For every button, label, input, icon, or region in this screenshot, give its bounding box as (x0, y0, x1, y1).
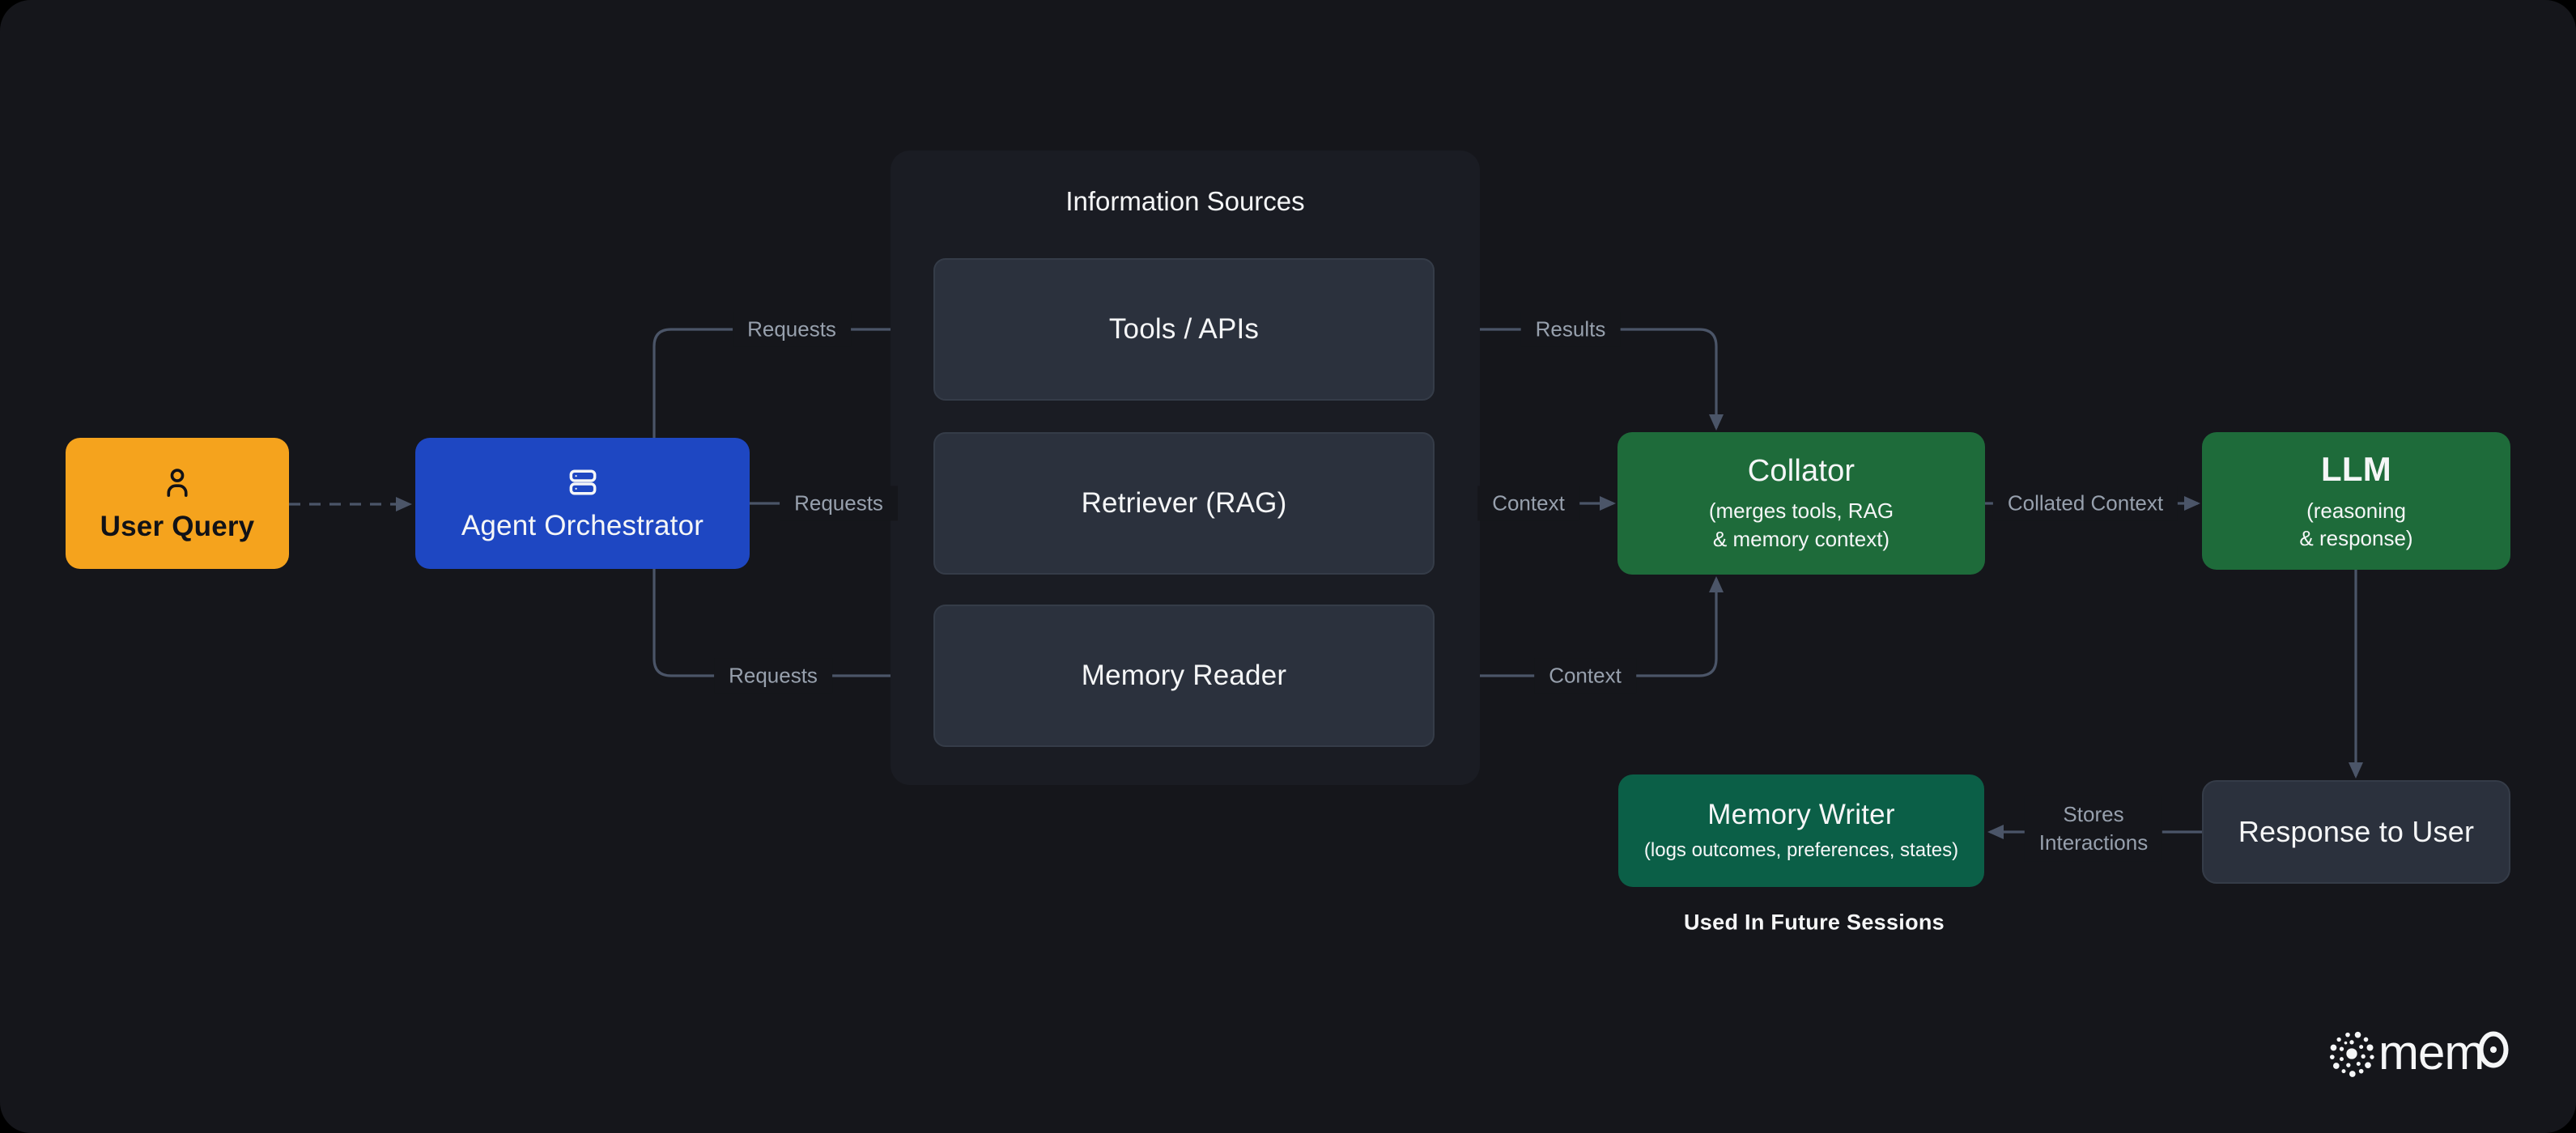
node-agent-orchestrator: Agent Orchestrator (415, 438, 750, 569)
edge-label-context-mid: Context (1477, 486, 1579, 521)
edge-label-collated-context: Collated Context (1992, 486, 2179, 521)
zero-glyph (2478, 1031, 2509, 1068)
node-label: User Query (100, 511, 255, 542)
edge-tools-collator (1435, 328, 1724, 431)
node-label: Tools / APIs (1108, 313, 1260, 345)
edge-label-requests-mid: Requests (780, 486, 898, 521)
caption-used-in-future-sessions: Used In Future Sessions (1684, 910, 1945, 935)
server-stack-icon (569, 469, 596, 495)
sublabel-line: & response) (2299, 526, 2413, 550)
person-icon (167, 469, 188, 497)
edge-orchestrator-memoryreader (653, 569, 932, 683)
sublabel-line: (reasoning (2306, 498, 2406, 523)
node-retriever-rag: Retriever (RAG) (933, 432, 1435, 575)
node-label: Retriever (RAG) (1081, 487, 1287, 519)
node-tools-apis: Tools / APIs (933, 258, 1435, 401)
edge-memoryreader-collator (1435, 576, 1724, 677)
node-response-to-user: Response to User (2202, 780, 2510, 884)
mem0-dots-icon (2330, 1031, 2374, 1077)
node-llm: LLM (reasoning & response) (2202, 432, 2510, 570)
edge-label-requests-top: Requests (733, 312, 851, 347)
sublabel-line: (merges tools, RAG (1708, 499, 1894, 524)
node-label: Memory Writer (1707, 798, 1895, 830)
node-label: Agent Orchestrator (461, 510, 704, 541)
edge-label-line: Interactions (2038, 830, 2149, 855)
edge-label-requests-bottom: Requests (714, 658, 832, 694)
node-collator: Collator (merges tools, RAG & memory con… (1617, 432, 1985, 575)
node-memory-writer: Memory Writer (logs outcomes, preference… (1618, 774, 1984, 887)
node-label: Memory Reader (1081, 660, 1287, 691)
sublabel-line: & memory context) (1712, 526, 1890, 551)
node-sublabel: (reasoning & response) (2299, 497, 2412, 553)
info-sources-title: Information Sources (1065, 186, 1305, 216)
info-sources-panel: Information Sources Tools / APIs Retriev… (891, 151, 1480, 785)
node-sublabel: (merges tools, RAG & memory context) (1709, 497, 1894, 553)
edge-label-context-bottom: Context (1534, 658, 1636, 694)
edge-orchestrator-tools (653, 322, 932, 438)
node-label: Response to User (2238, 815, 2475, 848)
edge-label-results: Results (1520, 312, 1621, 347)
node-sublabel: (logs outcomes, preferences, states) (1643, 838, 1959, 861)
edge-label-stores-interactions: Stores Interactions (2024, 795, 2163, 863)
node-label: LLM (2321, 449, 2391, 488)
node-memory-reader: Memory Reader (933, 605, 1435, 747)
logo-text-mem: mem (2378, 1025, 2485, 1080)
node-user-query: User Query (66, 438, 289, 569)
edge-label-line: Stores (2063, 801, 2124, 826)
node-label: Collator (1747, 454, 1855, 489)
